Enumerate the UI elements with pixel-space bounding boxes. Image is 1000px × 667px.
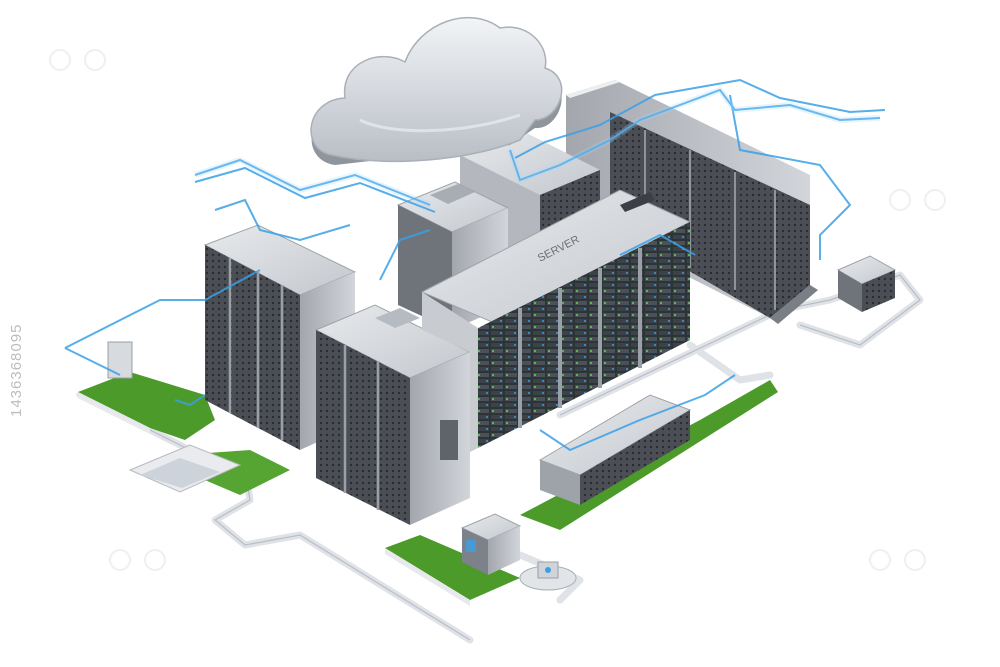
rack-cabinet-front-left <box>314 304 472 525</box>
server-row-central <box>0 0 692 452</box>
cloud-icon <box>310 16 563 165</box>
cable-glow <box>194 86 881 208</box>
ac-unit-right <box>836 255 897 312</box>
grass-front <box>385 535 520 600</box>
rack-row-back-right <box>566 80 818 324</box>
cable-network <box>64 78 886 452</box>
watermark-id: 1436368095 <box>8 323 25 417</box>
node-front <box>519 561 577 591</box>
power-unit-front <box>460 513 522 575</box>
rack-signage <box>0 0 1 1</box>
grass-left <box>78 372 215 440</box>
stock-watermark-pattern <box>49 49 946 571</box>
